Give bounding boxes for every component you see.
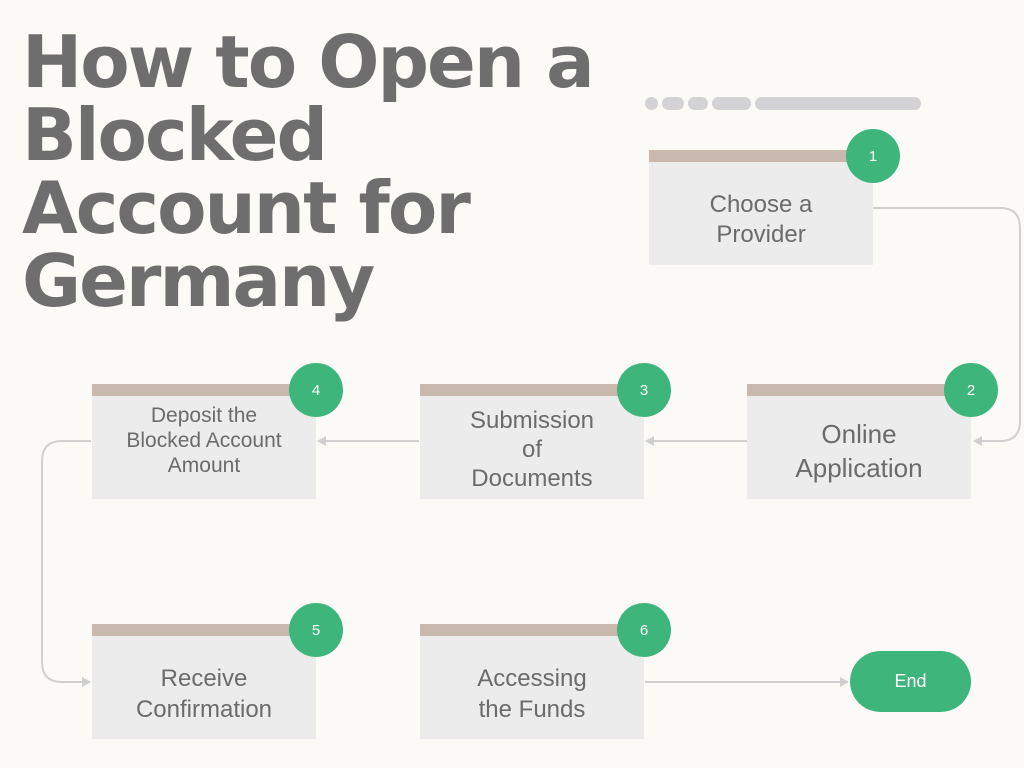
end-label: End xyxy=(894,671,927,691)
title-line: How to Open a xyxy=(22,20,595,104)
title-line: Germany xyxy=(22,239,375,323)
step-5-label: Receive Confirmation xyxy=(135,664,273,723)
step-3-number-badge: 3 xyxy=(617,363,671,417)
step-4-box: Deposit the Blocked Account Amount xyxy=(92,384,316,499)
step-3-label: Submission of Documents xyxy=(469,407,595,492)
connector-1-to-2 xyxy=(873,207,1021,446)
step-6-number-badge: 6 xyxy=(617,603,671,657)
step-1-label: Choose a Provider xyxy=(709,190,813,248)
end-terminal: End xyxy=(850,651,971,712)
step-5-number-badge: 5 xyxy=(289,603,343,657)
step-2-label: Online Application xyxy=(795,418,923,483)
title-line: Blocked xyxy=(22,93,328,177)
step-2-box: Online Application xyxy=(747,384,971,499)
step-5-box: Receive Confirmation xyxy=(92,624,316,739)
connector-4-to-5 xyxy=(41,440,91,687)
diagram-title: How to Open a Blocked Account for German… xyxy=(22,26,622,318)
step-4-label: Deposit the Blocked Account Amount xyxy=(126,404,282,477)
step-1-box: Choose a Provider xyxy=(649,150,873,265)
step-1-number-badge: 1 xyxy=(846,129,900,183)
step-4-number-badge: 4 xyxy=(289,363,343,417)
step-3-box: Submission of Documents xyxy=(420,384,644,499)
step-6-box: Accessing the Funds xyxy=(420,624,644,739)
step-2-number-badge: 2 xyxy=(944,363,998,417)
title-line: Account for xyxy=(22,166,471,250)
step-6-label: Accessing the Funds xyxy=(477,664,587,723)
